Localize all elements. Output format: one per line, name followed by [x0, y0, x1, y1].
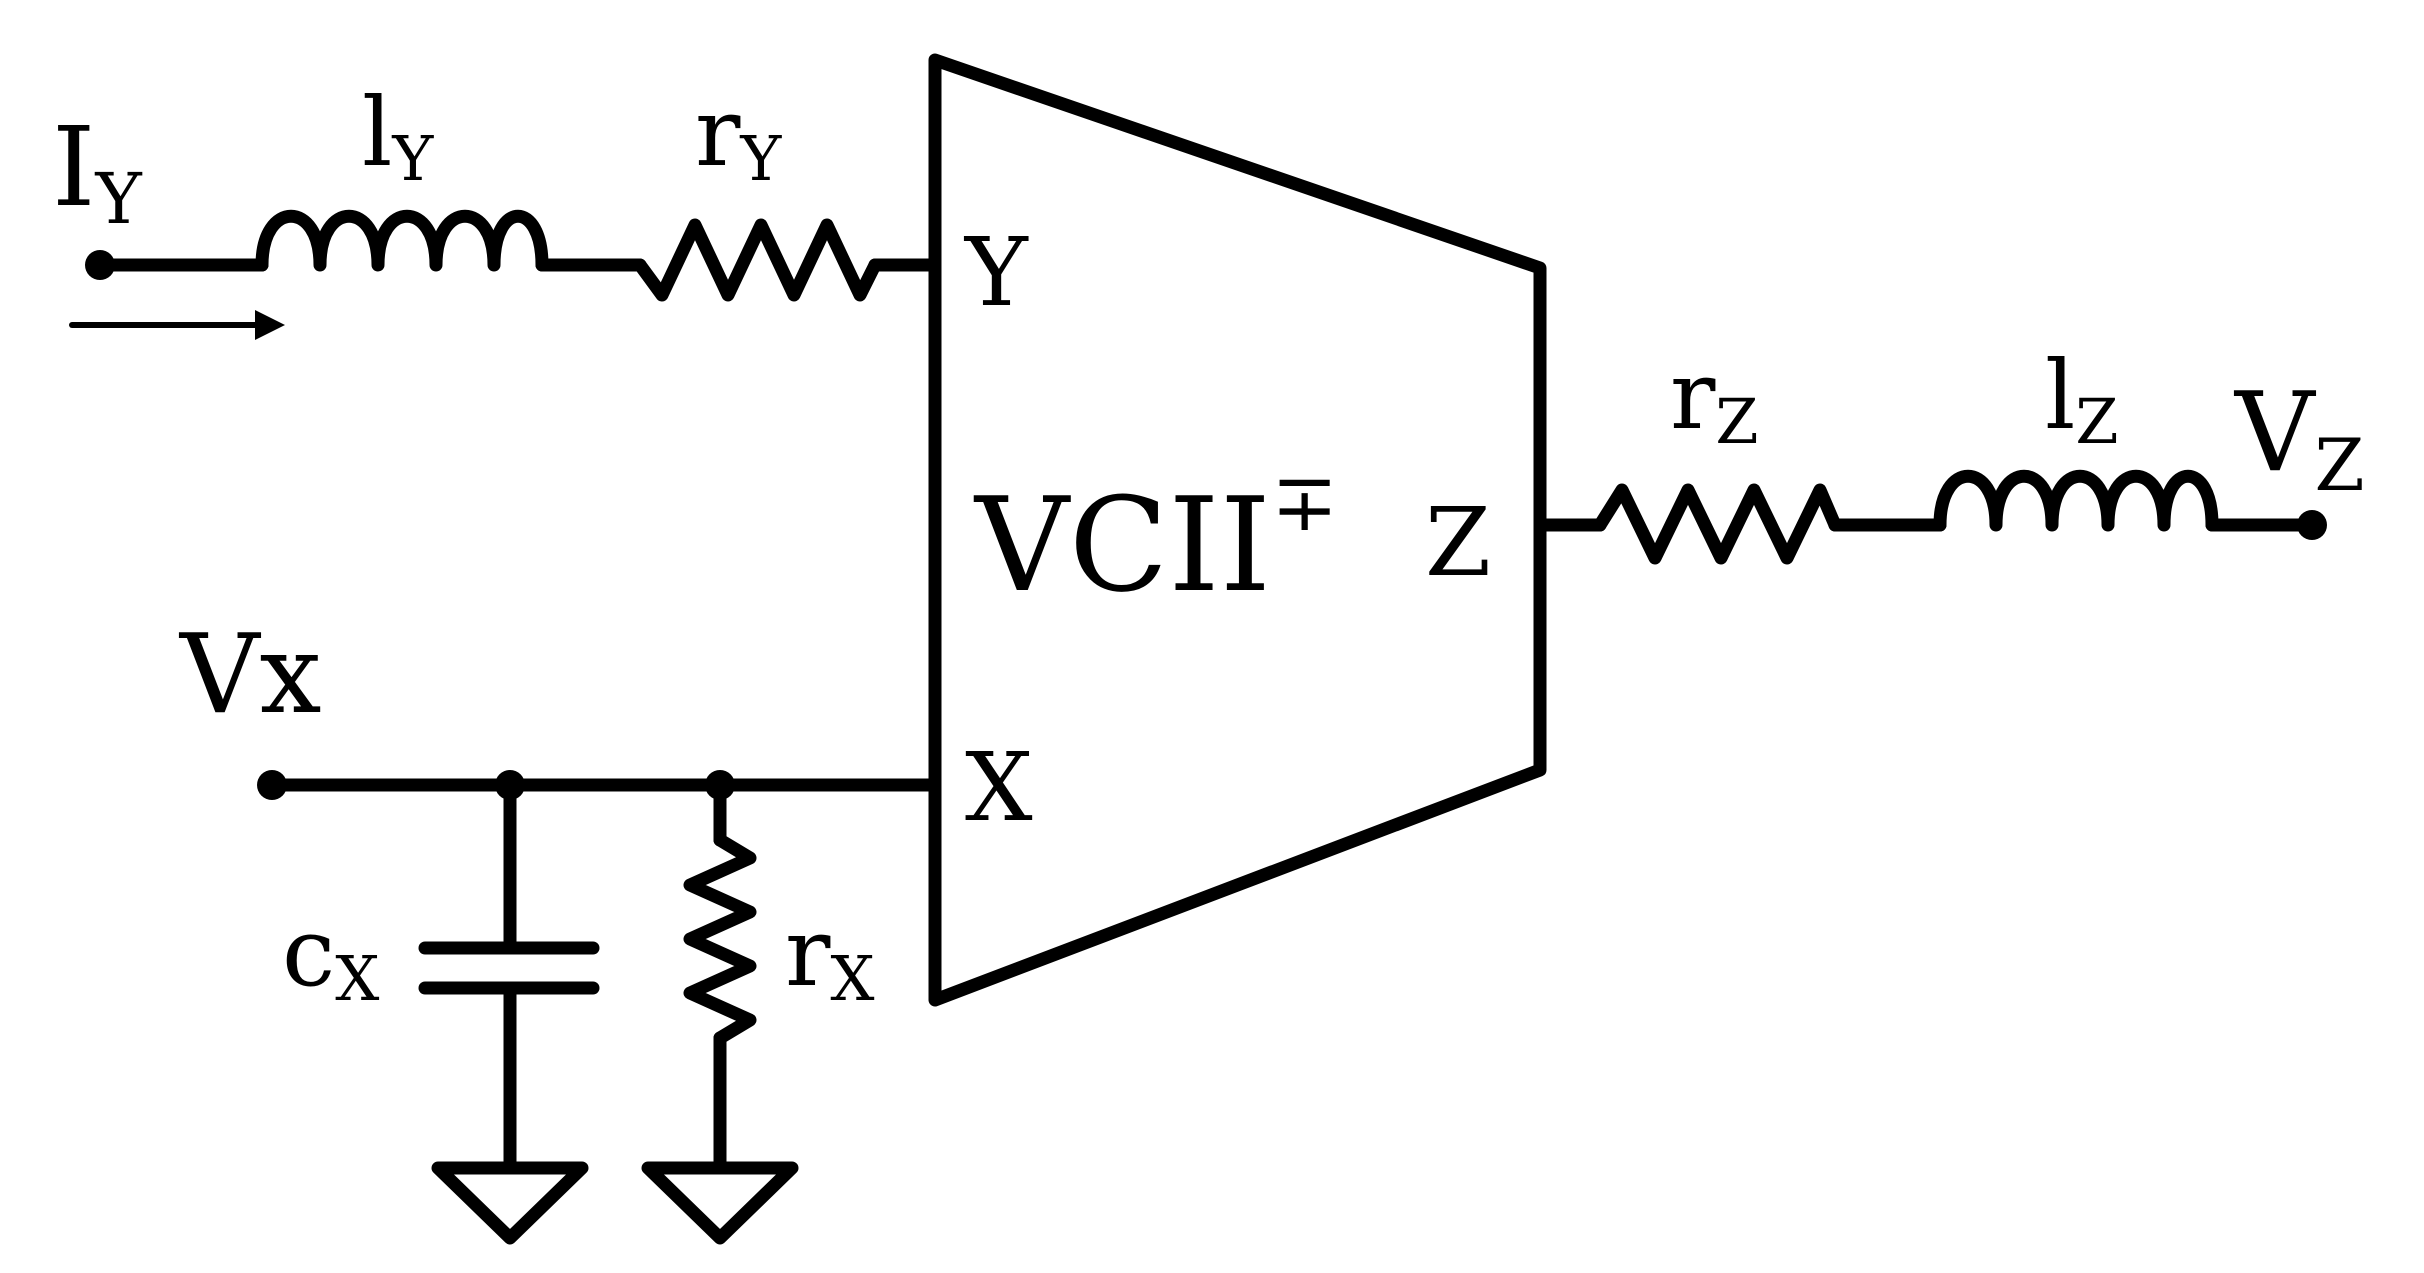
label-ly: lY: [362, 78, 434, 195]
port-x-label: X: [965, 733, 1033, 843]
resistor-rx: [683, 833, 757, 1045]
label-iy: IY: [52, 103, 142, 240]
port-y-label: Y: [963, 218, 1029, 328]
port-z-label: Z: [1425, 488, 1491, 598]
ground-icon: [431, 1161, 589, 1245]
label-rz: rZ: [1670, 341, 1759, 458]
vcii-block: [928, 53, 1547, 1007]
terminal-vz: [2297, 510, 2327, 540]
resistor-rz: [1593, 483, 1842, 565]
ground-icon: [641, 1161, 799, 1245]
inductor-lz: [1933, 469, 2219, 532]
resistor-ry: [633, 218, 882, 302]
inductor-ly: [255, 209, 549, 272]
label-lz: lZ: [2045, 341, 2118, 458]
label-ry: rY: [695, 78, 782, 195]
label-rx: rX: [785, 898, 875, 1015]
label-vx: Vx: [178, 610, 321, 738]
label-cx: cX: [282, 898, 379, 1015]
vcii-label: VCII∓: [973, 456, 1338, 621]
current-arrow-head: [255, 310, 285, 340]
label-vz: VZ: [2233, 368, 2364, 507]
